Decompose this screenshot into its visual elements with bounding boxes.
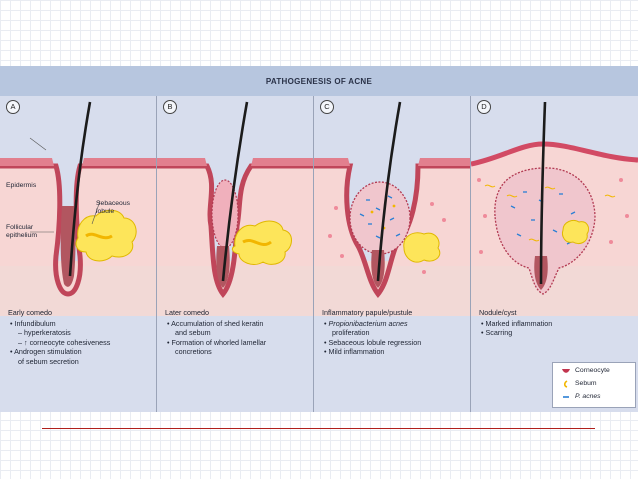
caption-line: • Scarring: [479, 328, 625, 338]
caption-line: • Marked inflammation: [479, 319, 625, 329]
panel-b-caption: Later comedo • Accumulation of shed kera…: [165, 308, 311, 357]
caption-line: • Accumulation of shed keratin: [165, 319, 311, 329]
legend: Corneocyte Sebum P. acnes: [552, 362, 636, 408]
sebaceous-lobule-label: Sebaceous lobule: [96, 200, 130, 216]
p-acnes-icon: [561, 393, 571, 401]
panel-a-letter: A: [6, 100, 20, 114]
caption-line: • Infundibulum: [8, 319, 154, 329]
sebum-icon: [561, 380, 571, 388]
legend-label: P. acnes: [575, 392, 601, 402]
legend-item-p-acnes: P. acnes: [553, 392, 635, 402]
panel-a-caption: Early comedo • Infundibulum – hyperkerat…: [8, 308, 154, 366]
panel-b-title: Later comedo: [165, 308, 311, 318]
legend-item-sebum: Sebum: [553, 379, 635, 389]
caption-line: • Sebaceous lobule regression: [322, 338, 468, 348]
caption-line: proliferation: [322, 328, 468, 338]
caption-line: • Androgen stimulation: [8, 347, 154, 357]
panel-d-caption: Nodule/cyst • Marked inflammation • Scar…: [479, 308, 625, 338]
panel-c-caption: Inflammatory papule/pustule • Propioniba…: [322, 308, 468, 357]
caption-line: • Mild inflammation: [322, 347, 468, 357]
epidermis-label: Epidermis: [6, 182, 36, 190]
bacteria-name: Propionibacterium acnes: [329, 319, 408, 328]
legend-item-corneocyte: Corneocyte: [553, 366, 635, 376]
caption-line: – ↑ corneocyte cohesiveness: [8, 338, 154, 348]
caption-line: of sebum secretion: [8, 357, 154, 367]
follicular-epithelium-label: Follicular epithelium: [6, 224, 37, 240]
follicle-illustration-c: [314, 96, 470, 412]
caption-line: concretions: [165, 347, 311, 357]
panel-d-letter: D: [477, 100, 491, 114]
caption-line: – hyperkeratosis: [8, 328, 154, 338]
corneocyte-icon: [561, 367, 571, 375]
panel-b-letter: B: [163, 100, 177, 114]
acne-pathogenesis-figure: PATHOGENESIS OF ACNE A Epidermis Sebaceo…: [0, 66, 638, 412]
panel-c-letter: C: [320, 100, 334, 114]
panel-d-title: Nodule/cyst: [479, 308, 625, 318]
caption-line: and sebum: [165, 328, 311, 338]
panel-b: B Later comedo • Accumulation of shed ke…: [157, 96, 314, 412]
footer-divider: [42, 428, 595, 429]
legend-label: Corneocyte: [575, 366, 610, 376]
caption-line: • Formation of whorled lamellar: [165, 338, 311, 348]
panel-a: A Epidermis Sebaceous lobule Follicular …: [0, 96, 157, 412]
figure-title: PATHOGENESIS OF ACNE: [0, 66, 638, 96]
panel-a-title: Early comedo: [8, 308, 154, 318]
legend-label: Sebum: [575, 379, 597, 389]
follicle-illustration-b: [157, 96, 313, 412]
caption-line: • Propionibacterium acnes: [322, 319, 468, 329]
panel-c-title: Inflammatory papule/pustule: [322, 308, 468, 318]
panel-c: C Inflammatory papule/pustule • Propioni…: [314, 96, 471, 412]
